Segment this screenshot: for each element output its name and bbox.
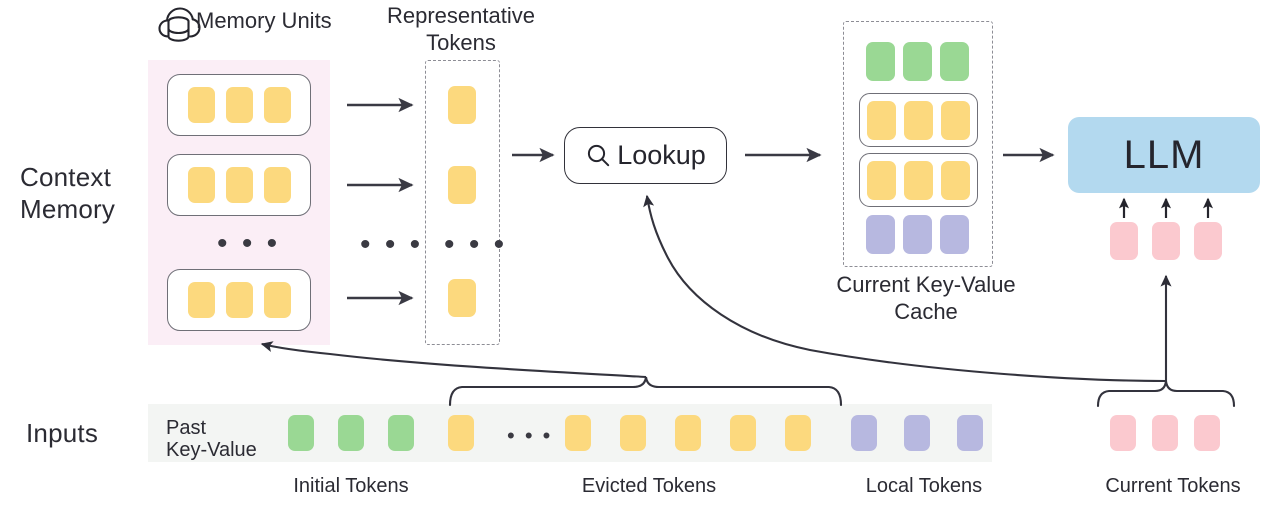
kv-token-yellow <box>904 100 933 140</box>
summarize-arrows-ellipsis: • • • <box>360 228 424 261</box>
kv-token-yellow <box>941 160 970 200</box>
past-key-value-label: Past Key-Value <box>166 417 257 462</box>
memory-token <box>263 87 291 123</box>
input-token-evicted-3 <box>620 415 646 451</box>
memory-unit-1[interactable] <box>167 74 311 136</box>
side-label-context-memory: Context Memory <box>20 162 116 224</box>
memory-token <box>263 167 291 203</box>
kv-token-purple <box>903 215 932 254</box>
side-label-inputs: Inputs <box>26 418 99 448</box>
memory-token <box>225 87 253 123</box>
memory-token <box>263 282 291 318</box>
input-token-evicted-6 <box>785 415 811 451</box>
input-token-initial-3 <box>388 415 414 451</box>
kv-token-purple <box>940 215 969 254</box>
memory-token <box>225 167 253 203</box>
kv-row-local <box>866 215 969 254</box>
memory-token <box>225 282 253 318</box>
llm-label: LLM <box>1123 132 1205 177</box>
input-token-evicted-1 <box>448 415 474 451</box>
representative-token-3 <box>448 279 476 317</box>
current-token-2 <box>1152 415 1178 451</box>
memory-token <box>187 282 215 318</box>
kv-token-green <box>940 42 969 81</box>
current-token-1 <box>1110 415 1136 451</box>
caption-evicted-tokens: Evicted Tokens <box>581 475 717 497</box>
memory-token <box>187 167 215 203</box>
kv-token-yellow <box>867 160 896 200</box>
memory-token <box>187 87 215 123</box>
input-token-evicted-5 <box>730 415 756 451</box>
input-token-evicted-4 <box>675 415 701 451</box>
input-token-local-3 <box>957 415 983 451</box>
representative-token-1 <box>448 86 476 124</box>
memory-unit-3[interactable] <box>167 269 311 331</box>
kv-row-retrieved-1 <box>859 93 978 147</box>
input-token-initial-1 <box>288 415 314 451</box>
kv-token-purple <box>866 215 895 254</box>
llm-input-token-2 <box>1152 222 1180 260</box>
kv-token-green <box>903 42 932 81</box>
llm-input-token-1 <box>1110 222 1138 260</box>
current-tokens-brace <box>1096 380 1236 408</box>
header-representative-tokens: Representative Tokens <box>387 3 535 55</box>
cloud-database-icon <box>157 3 201 47</box>
memory-units-ellipsis: • • • <box>217 227 281 260</box>
caption-local-tokens: Local Tokens <box>865 475 983 497</box>
caption-current-tokens: Current Tokens <box>1105 475 1241 497</box>
input-tokens-ellipsis: • • • <box>507 423 553 448</box>
kv-token-green <box>866 42 895 81</box>
evicted-to-context-memory-arrow <box>260 341 647 379</box>
llm-node[interactable]: LLM <box>1068 117 1260 193</box>
caption-initial-tokens: Initial Tokens <box>293 475 409 497</box>
kv-row-initial <box>866 42 969 81</box>
kv-token-yellow <box>941 100 970 140</box>
header-memory-units: Memory Units <box>196 8 332 33</box>
lookup-node[interactable]: Lookup <box>564 127 727 184</box>
header-current-kv-cache: Current Key-Value Cache <box>836 272 1016 324</box>
representative-token-2 <box>448 166 476 204</box>
input-token-evicted-2 <box>565 415 591 451</box>
llm-input-token-3 <box>1194 222 1222 260</box>
input-token-local-2 <box>904 415 930 451</box>
input-token-local-1 <box>851 415 877 451</box>
kv-row-retrieved-2 <box>859 153 978 207</box>
magnifier-icon <box>585 142 612 169</box>
representative-tokens-ellipsis: • • • <box>444 228 508 261</box>
memory-unit-2[interactable] <box>167 154 311 216</box>
kv-token-yellow <box>904 160 933 200</box>
current-token-3 <box>1194 415 1220 451</box>
evicted-tokens-brace <box>448 376 843 407</box>
lookup-label: Lookup <box>617 140 706 170</box>
kv-token-yellow <box>867 100 896 140</box>
input-token-initial-2 <box>338 415 364 451</box>
